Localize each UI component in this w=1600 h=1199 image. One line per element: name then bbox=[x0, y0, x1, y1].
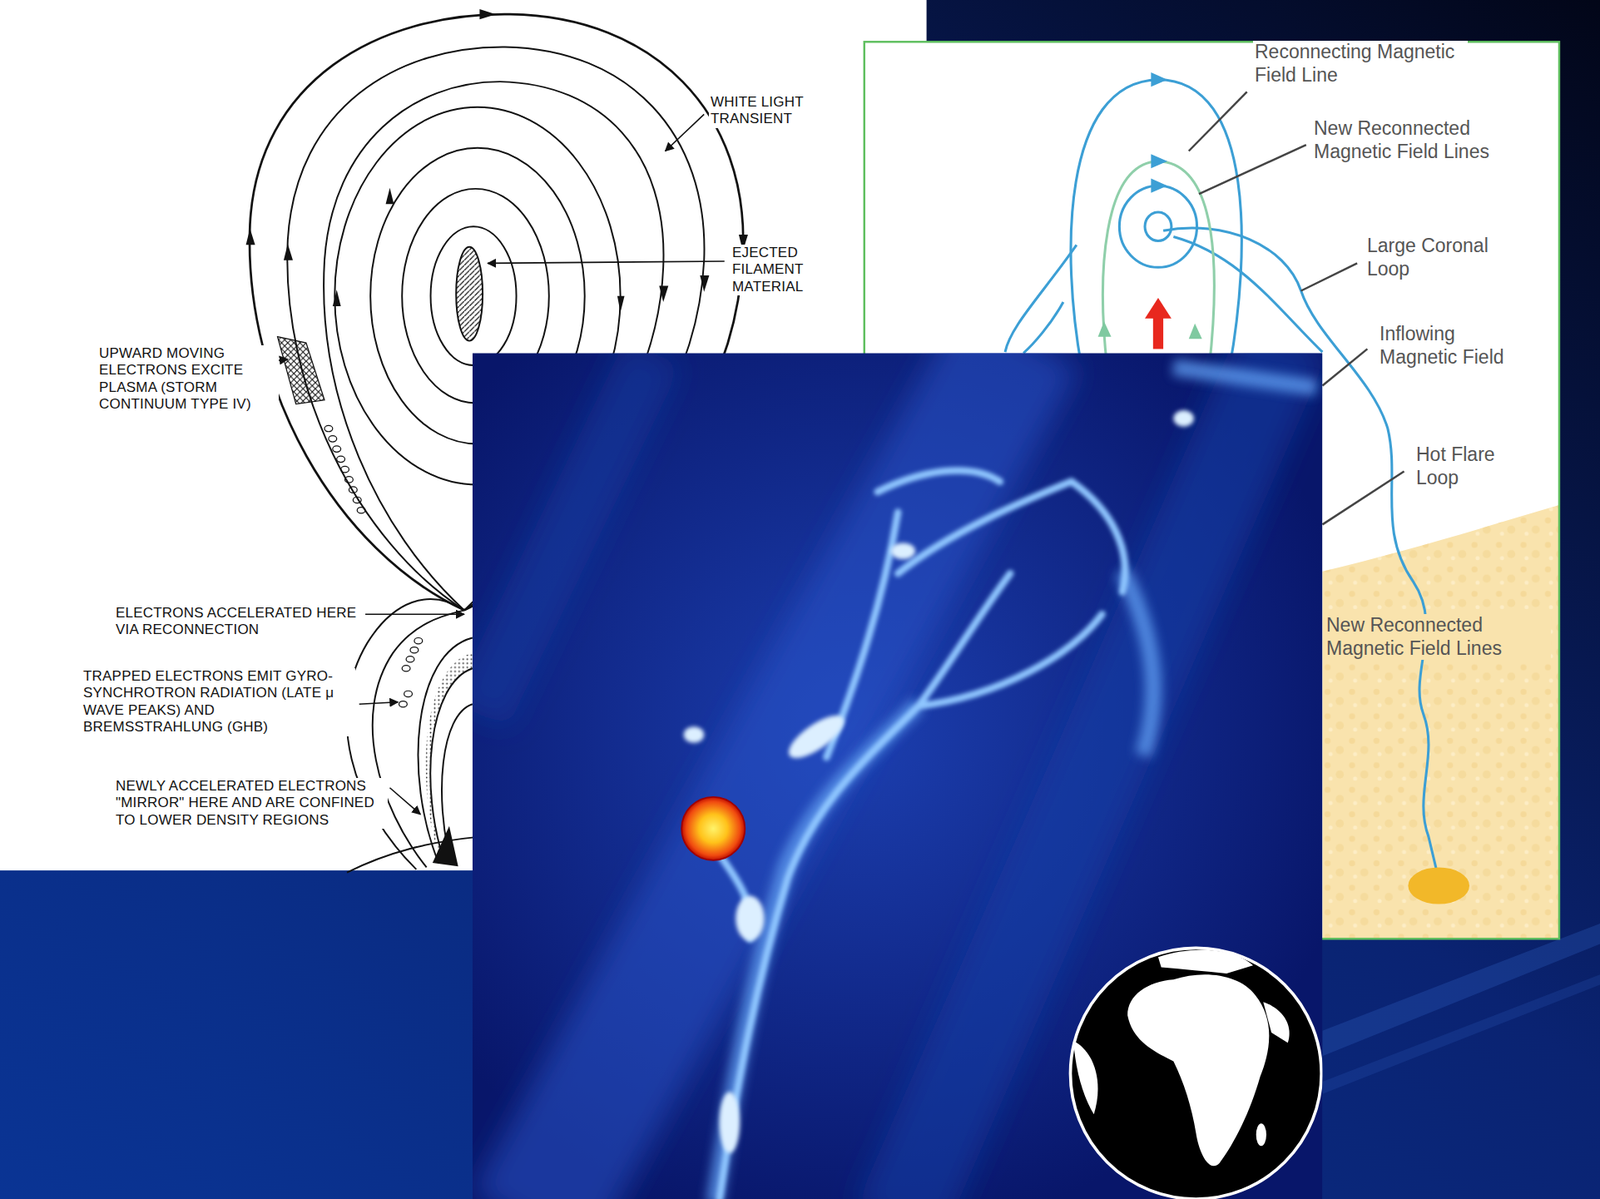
svg-ellipse bbox=[352, 496, 362, 503]
solar-image bbox=[472, 352, 1323, 1199]
diagram-label: New Reconnected Magnetic Field Lines bbox=[1312, 117, 1539, 164]
svg-ellipse bbox=[735, 896, 764, 942]
svg-polygon bbox=[699, 275, 709, 293]
svg-polygon bbox=[246, 228, 256, 246]
loop-arrow bbox=[1150, 72, 1168, 87]
svg-path bbox=[1173, 237, 1323, 353]
svg-ellipse bbox=[401, 665, 411, 672]
reconnected-loop bbox=[1103, 161, 1215, 368]
svg-ellipse bbox=[336, 455, 346, 462]
rise-arrow bbox=[1153, 316, 1164, 349]
svg-line bbox=[487, 261, 725, 263]
diagram-label: Reconnecting Magnetic Field Line bbox=[1253, 40, 1468, 87]
svg-ellipse bbox=[348, 486, 357, 493]
svg-line bbox=[1322, 348, 1368, 386]
earth-icon bbox=[1069, 947, 1322, 1199]
svg-polygon bbox=[433, 828, 457, 866]
callout-label: NEWLY ACCELERATED ELECTRONS "MIRROR" HER… bbox=[113, 777, 388, 829]
svg-polygon bbox=[277, 336, 325, 405]
svg-ellipse bbox=[1256, 1123, 1267, 1146]
rise-arrow bbox=[1144, 297, 1172, 319]
svg-path bbox=[1071, 481, 1125, 592]
svg-ellipse bbox=[332, 445, 342, 452]
callout-label: EJECTED FILAMENT MATERIAL bbox=[730, 244, 835, 296]
svg-ellipse bbox=[455, 247, 483, 342]
svg-ellipse bbox=[406, 656, 415, 663]
svg-ellipse bbox=[341, 465, 350, 472]
svg-path bbox=[877, 470, 1001, 492]
svg-line bbox=[1188, 91, 1248, 151]
callout-label: UPWARD MOVING ELECTRONS EXCITE PLASMA (S… bbox=[97, 345, 279, 414]
diagram-label: Large Coronal Loop bbox=[1365, 234, 1524, 281]
svg-path bbox=[897, 352, 1286, 1199]
svg-path bbox=[719, 573, 1011, 1199]
svg-path bbox=[918, 614, 1103, 706]
svg-polygon bbox=[332, 289, 342, 307]
svg-path bbox=[479, 352, 653, 714]
svg-polygon bbox=[283, 243, 293, 261]
svg-path bbox=[418, 637, 473, 863]
diagram-label: Hot Flare Loop bbox=[1414, 443, 1536, 490]
svg-circle bbox=[1069, 947, 1322, 1199]
background-stripe bbox=[1322, 974, 1600, 1094]
svg-line bbox=[1301, 262, 1358, 291]
diagram-label: Inflowing Magnetic Field bbox=[1377, 322, 1536, 369]
svg-line bbox=[1198, 144, 1307, 194]
flare-source bbox=[681, 797, 745, 861]
electron-spirals bbox=[324, 425, 423, 707]
callout-label: ELECTRONS ACCELERATED HERE VIA RECONNECT… bbox=[113, 604, 362, 640]
svg-line bbox=[1322, 471, 1404, 526]
footpoint bbox=[1407, 866, 1470, 904]
inflow-arrow bbox=[1098, 321, 1112, 337]
svg-ellipse bbox=[404, 690, 413, 697]
svg-path bbox=[1122, 571, 1154, 756]
svg-line bbox=[665, 113, 705, 151]
svg-ellipse bbox=[1173, 410, 1194, 427]
callout-label: TRAPPED ELECTRONS EMIT GYRO-SYNCHROTRON … bbox=[81, 668, 356, 737]
svg-g bbox=[713, 366, 1317, 1199]
svg-ellipse bbox=[328, 435, 337, 442]
loop-arrow bbox=[1150, 153, 1168, 169]
svg-g bbox=[713, 470, 1125, 1199]
loop-arrow bbox=[1150, 178, 1168, 194]
svg-line bbox=[359, 702, 399, 704]
svg-path bbox=[1023, 302, 1064, 353]
svg-path bbox=[1263, 1001, 1289, 1043]
svg-ellipse bbox=[1119, 185, 1197, 268]
svg-ellipse bbox=[782, 708, 851, 766]
svg-line bbox=[389, 787, 421, 815]
svg-ellipse bbox=[414, 637, 423, 644]
svg-ellipse bbox=[345, 476, 354, 483]
svg-line bbox=[365, 613, 465, 615]
svg-ellipse bbox=[1144, 212, 1172, 241]
svg-path bbox=[1127, 974, 1269, 1166]
sun-texture bbox=[1322, 505, 1560, 939]
svg-ellipse bbox=[324, 425, 333, 431]
svg-polygon bbox=[617, 296, 625, 313]
svg-path bbox=[1173, 366, 1317, 388]
svg-ellipse bbox=[430, 226, 517, 366]
svg-ellipse bbox=[891, 542, 916, 560]
svg-ellipse bbox=[356, 507, 366, 514]
svg-ellipse bbox=[683, 726, 705, 744]
svg-path bbox=[1158, 950, 1254, 974]
diagram-label: New Reconnected Magnetic Field Lines bbox=[1324, 614, 1551, 660]
svg-path bbox=[713, 703, 918, 1199]
sun-surface bbox=[1322, 505, 1560, 939]
callout-label: WHITE LIGHT TRANSIENT bbox=[708, 94, 834, 129]
svg-ellipse bbox=[410, 647, 419, 654]
svg-path bbox=[1073, 1040, 1098, 1115]
svg-ellipse bbox=[719, 1091, 741, 1154]
svg-path bbox=[897, 481, 1071, 574]
svg-ellipse bbox=[399, 701, 408, 708]
inflow-arrow bbox=[1188, 323, 1203, 339]
svg-polygon bbox=[479, 9, 496, 20]
svg-path bbox=[346, 837, 480, 873]
svg-polygon bbox=[386, 188, 395, 205]
svg-polygon bbox=[658, 285, 669, 303]
flow-arrowheads bbox=[246, 9, 748, 313]
